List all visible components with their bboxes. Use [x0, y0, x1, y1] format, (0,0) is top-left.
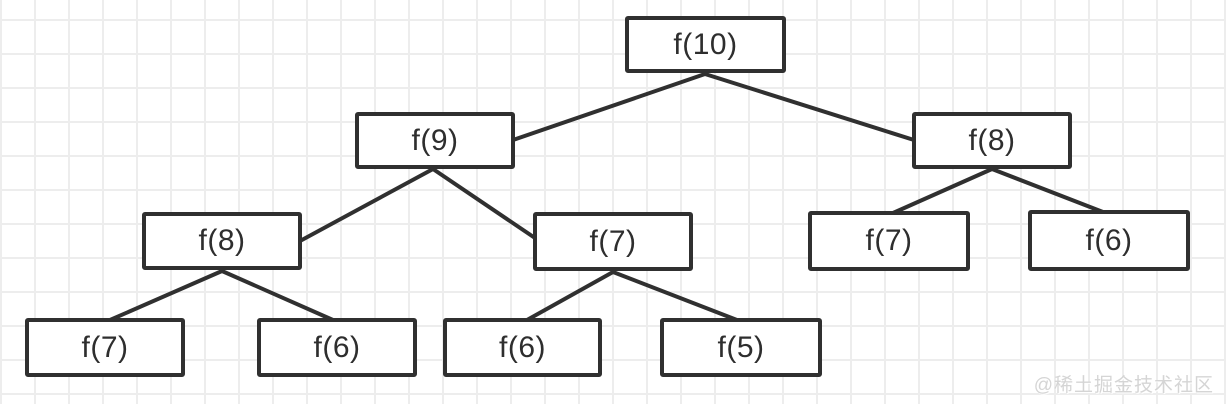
- edge-f8l-f6b1: [220, 269, 335, 322]
- edge-f9-f7m: [431, 167, 537, 240]
- node-f6-right: f(6): [1028, 210, 1190, 271]
- watermark: @稀土掘金技术社区: [1033, 375, 1214, 396]
- edge-f7m-f5b: [611, 270, 739, 322]
- node-f6-bottom2: f(6): [443, 318, 602, 377]
- node-f5-bottom: f(5): [660, 318, 822, 377]
- node-f7-bottom: f(7): [25, 318, 185, 377]
- node-f7-right: f(7): [808, 211, 970, 271]
- edge-f7m-f6b2: [525, 270, 615, 322]
- edge-f10-f9: [511, 72, 707, 142]
- edge-f8l-f7b: [108, 269, 224, 322]
- edge-f8r-f6r: [990, 167, 1105, 214]
- node-f6-bottom1: f(6): [257, 318, 417, 377]
- edge-f10-f8r: [703, 72, 916, 142]
- node-f9: f(9): [355, 112, 515, 169]
- edge-f9-f8l: [298, 167, 435, 243]
- node-f7-mid: f(7): [533, 212, 693, 271]
- edge-f8r-f7r: [891, 167, 994, 215]
- node-f8-left: f(8): [142, 212, 302, 270]
- node-f10: f(10): [625, 16, 786, 73]
- node-f8-right: f(8): [912, 112, 1072, 169]
